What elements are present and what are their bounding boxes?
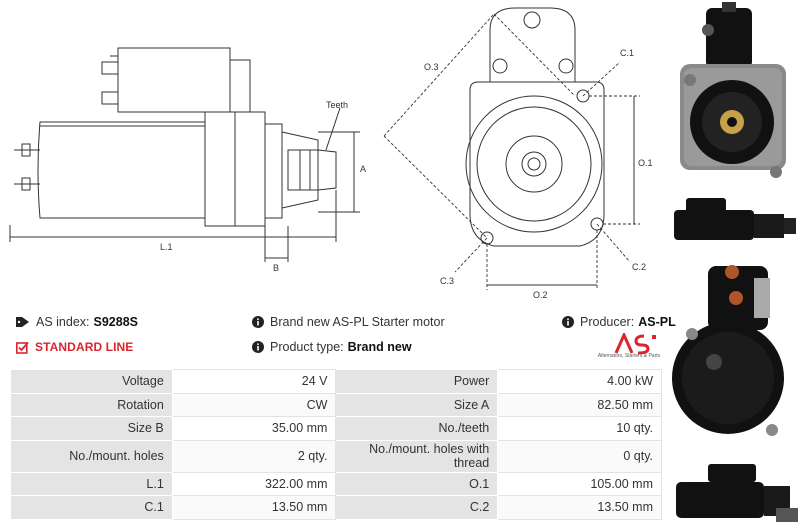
spec-key: Voltage xyxy=(10,369,173,394)
product-photos xyxy=(668,0,800,532)
spec-value: 0 qty. xyxy=(497,439,662,473)
producer-label: Producer: xyxy=(580,315,635,329)
spec-key: L.1 xyxy=(10,471,173,496)
description-row: Brand new AS-PL Starter motor xyxy=(252,315,445,329)
info-icon xyxy=(252,341,264,353)
standard-line-label: STANDARD LINE xyxy=(35,340,134,354)
tag-icon xyxy=(16,317,29,327)
product-photo-front[interactable] xyxy=(668,0,800,190)
spec-key: Size B xyxy=(10,416,173,441)
spec-key: No./teeth xyxy=(335,416,499,441)
spec-key: O.1 xyxy=(335,471,499,496)
product-photo-angled[interactable] xyxy=(668,258,800,448)
product-photo-side-detail[interactable] xyxy=(668,456,800,532)
spec-value: 4.00 kW xyxy=(497,369,662,394)
logo-tagline: Alternators, Starters & Parts xyxy=(597,353,661,359)
label-o2: O.2 xyxy=(533,290,548,300)
producer-value: AS-PL xyxy=(638,315,676,329)
spec-value: 2 qty. xyxy=(171,439,337,473)
label-o1: O.1 xyxy=(638,158,653,168)
spec-key: C.2 xyxy=(335,495,499,520)
product-photo-side-small[interactable] xyxy=(668,190,800,250)
spec-key: No./mount. holes with thread xyxy=(335,439,499,473)
as-pl-logo-icon xyxy=(614,331,656,355)
as-index-value: S9288S xyxy=(93,315,138,329)
product-type-row: Product type: Brand new xyxy=(252,340,412,354)
label-teeth: Teeth xyxy=(326,100,348,110)
checkbox-icon xyxy=(16,341,29,354)
spec-value: 13.50 mm xyxy=(497,495,662,520)
drawing-svg: Teeth A B L.1 O.1 O.2 O.3 C.1 C.2 C.3 xyxy=(9,7,653,300)
spec-value: 322.00 mm xyxy=(171,471,337,496)
spec-key: Size A xyxy=(335,392,499,417)
standard-line-row: STANDARD LINE xyxy=(16,340,133,354)
spec-key: No./mount. holes xyxy=(10,439,173,473)
as-index-label: AS index: xyxy=(36,315,90,329)
description-text: Brand new AS-PL Starter motor xyxy=(270,315,445,329)
label-b: B xyxy=(273,263,279,273)
spec-value: 35.00 mm xyxy=(171,416,337,441)
spec-value: 10 qty. xyxy=(497,416,662,441)
producer-logo: Alternators, Starters & Parts xyxy=(594,331,664,363)
spec-value: CW xyxy=(171,392,337,417)
label-c2: C.2 xyxy=(632,262,646,272)
info-icon xyxy=(252,316,264,328)
producer-row: Producer: AS-PL xyxy=(562,315,676,329)
label-a: A xyxy=(360,164,366,174)
spec-key: Rotation xyxy=(10,392,173,417)
info-icon xyxy=(562,316,574,328)
label-o3: O.3 xyxy=(424,62,439,72)
label-l1: L.1 xyxy=(160,242,173,252)
spec-key: C.1 xyxy=(10,495,173,520)
spec-key: Power xyxy=(335,369,499,394)
product-type-label: Product type: xyxy=(270,340,344,354)
spec-value: 13.50 mm xyxy=(171,495,337,520)
spec-value: 82.50 mm xyxy=(497,392,662,417)
technical-drawing: Teeth A B L.1 O.1 O.2 O.3 C.1 C.2 C.3 xyxy=(0,0,670,305)
label-c1: C.1 xyxy=(620,48,634,58)
label-c3: C.3 xyxy=(440,276,454,286)
spec-value: 24 V xyxy=(171,369,337,394)
as-index-row: AS index: S9288S xyxy=(16,315,138,329)
spec-value: 105.00 mm xyxy=(497,471,662,496)
product-type-value: Brand new xyxy=(347,340,412,354)
